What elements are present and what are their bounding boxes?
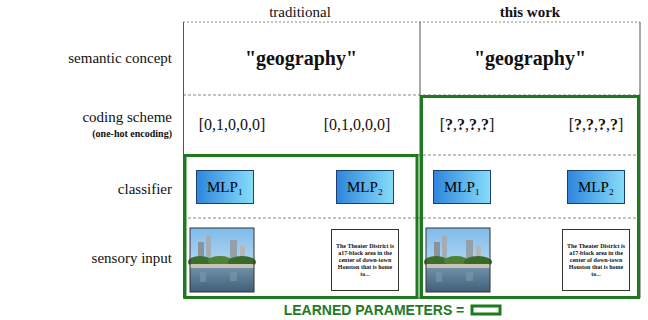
code-vector: [?,?,?,?] — [440, 116, 495, 134]
classifier-name: MLP₁ — [444, 179, 480, 196]
legend-swatch — [470, 303, 504, 317]
header-rule — [183, 22, 640, 23]
concept-text: "geography" — [245, 47, 357, 70]
learned-region — [422, 97, 639, 298]
classifier-box: MLP₁ — [196, 170, 254, 204]
legend-text: LEARNED PARAMETERS = — [284, 302, 465, 318]
legend: LEARNED PARAMETERS = — [0, 301, 648, 318]
row-label: semantic concept — [68, 50, 172, 67]
column-header: this work — [500, 4, 560, 21]
text-input-box: The Theater District is a17-block area i… — [331, 229, 399, 291]
table-lines — [183, 22, 640, 298]
classifier-name: MLP₁ — [207, 179, 243, 196]
row-label: coding scheme — [82, 109, 172, 126]
photo-illustration — [424, 228, 492, 292]
concept-text: "geography" — [474, 47, 586, 70]
classifier-box: MLP₁ — [433, 170, 491, 204]
column-header: traditional — [269, 4, 331, 21]
row-rule — [183, 218, 640, 219]
legend-swatch-rect — [472, 306, 500, 314]
row-label: classifier — [118, 181, 172, 198]
row-sublabel: (one-hot encoding) — [92, 128, 172, 139]
code-vector: [?,?,?,?] — [569, 116, 624, 134]
classifier-box: MLP₂ — [336, 170, 394, 204]
photo-illustration — [188, 228, 256, 292]
classifier-name: MLP₂ — [347, 179, 383, 196]
classifier-name: MLP₂ — [578, 179, 614, 196]
row-label: sensory input — [92, 250, 172, 267]
code-vector: [0,1,0,0,0] — [324, 116, 391, 134]
input-text: The Theater District is a17-block area i… — [566, 243, 626, 278]
code-vector: [0,1,0,0,0] — [199, 116, 266, 134]
text-input-box: The Theater District is a17-block area i… — [562, 229, 630, 291]
input-text: The Theater District is a17-block area i… — [335, 243, 395, 278]
classifier-box: MLP₂ — [567, 170, 625, 204]
learned-region — [185, 156, 417, 298]
